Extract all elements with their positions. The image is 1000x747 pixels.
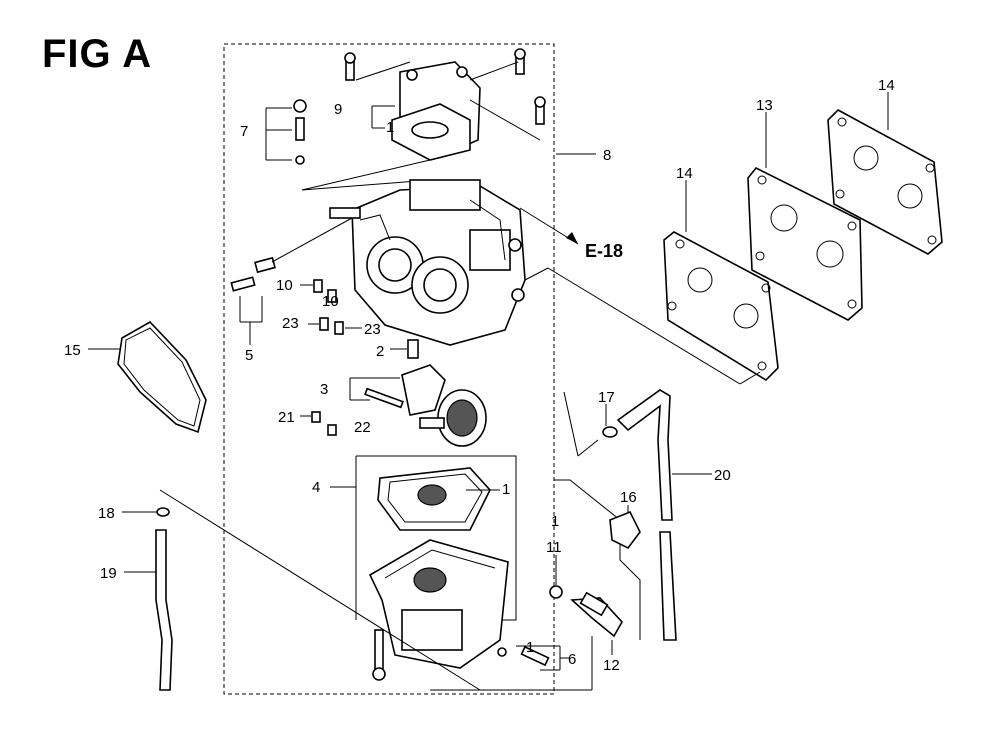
throttle-stop-screw — [230, 217, 353, 345]
float-bowl-group — [330, 455, 517, 681]
gasket-14-upper — [827, 109, 943, 255]
pilot-screw-set — [265, 99, 431, 191]
figure-title: FIG A — [42, 32, 153, 76]
inlet-assembly — [349, 364, 487, 447]
gasket-15 — [117, 320, 207, 434]
callout-12: 12 — [603, 657, 620, 674]
callout-4: 4 — [312, 479, 320, 496]
callout-3: 3 — [320, 381, 328, 398]
callout-13: 13 — [756, 97, 773, 114]
callout-9: 9 — [334, 101, 342, 118]
callout-14-upper: 14 — [878, 77, 895, 94]
callout-7: 7 — [240, 123, 248, 140]
drain-screw — [497, 645, 570, 671]
insulator-13 — [747, 166, 863, 321]
callout-19: 19 — [100, 565, 117, 582]
callout-1-gasket: 1 — [502, 481, 510, 498]
main-jet — [390, 339, 419, 359]
callout-21: 21 — [278, 409, 295, 426]
callout-5: 5 — [245, 347, 253, 364]
callout-15: 15 — [64, 342, 81, 359]
callout-23-left: 23 — [282, 315, 299, 332]
callout-1: 1 — [386, 119, 394, 136]
callout-10-left: 10 — [276, 277, 293, 294]
screws-21-22 — [300, 411, 337, 436]
callout-16: 16 — [620, 489, 637, 506]
callout-1-drain: 1 — [526, 639, 534, 656]
callout-2: 2 — [376, 343, 384, 360]
callout-6: 6 — [568, 651, 576, 668]
carburetor-body — [329, 179, 526, 346]
callout-23-right: 23 — [364, 321, 381, 338]
ref-e-18: E-18 — [585, 241, 623, 261]
callout-17: 17 — [598, 389, 615, 406]
assembly-boundary — [223, 43, 555, 695]
callout-20: 20 — [714, 467, 731, 484]
callout-18: 18 — [98, 505, 115, 522]
small-fasteners — [300, 279, 362, 335]
drain-tube — [155, 507, 173, 691]
callout-8: 8 — [603, 147, 611, 164]
insulator-assembly — [344, 48, 546, 161]
callout-14-lower: 14 — [676, 165, 693, 182]
callout-22: 22 — [354, 419, 371, 436]
fuel-tube — [563, 389, 677, 641]
callout-11: 11 — [546, 539, 562, 556]
callout-10-right: 10 — [322, 293, 339, 310]
gasket-14-lower — [663, 231, 779, 382]
fuel-cut-solenoid — [549, 479, 641, 655]
callout-1-solenoid: 1 — [551, 513, 559, 530]
